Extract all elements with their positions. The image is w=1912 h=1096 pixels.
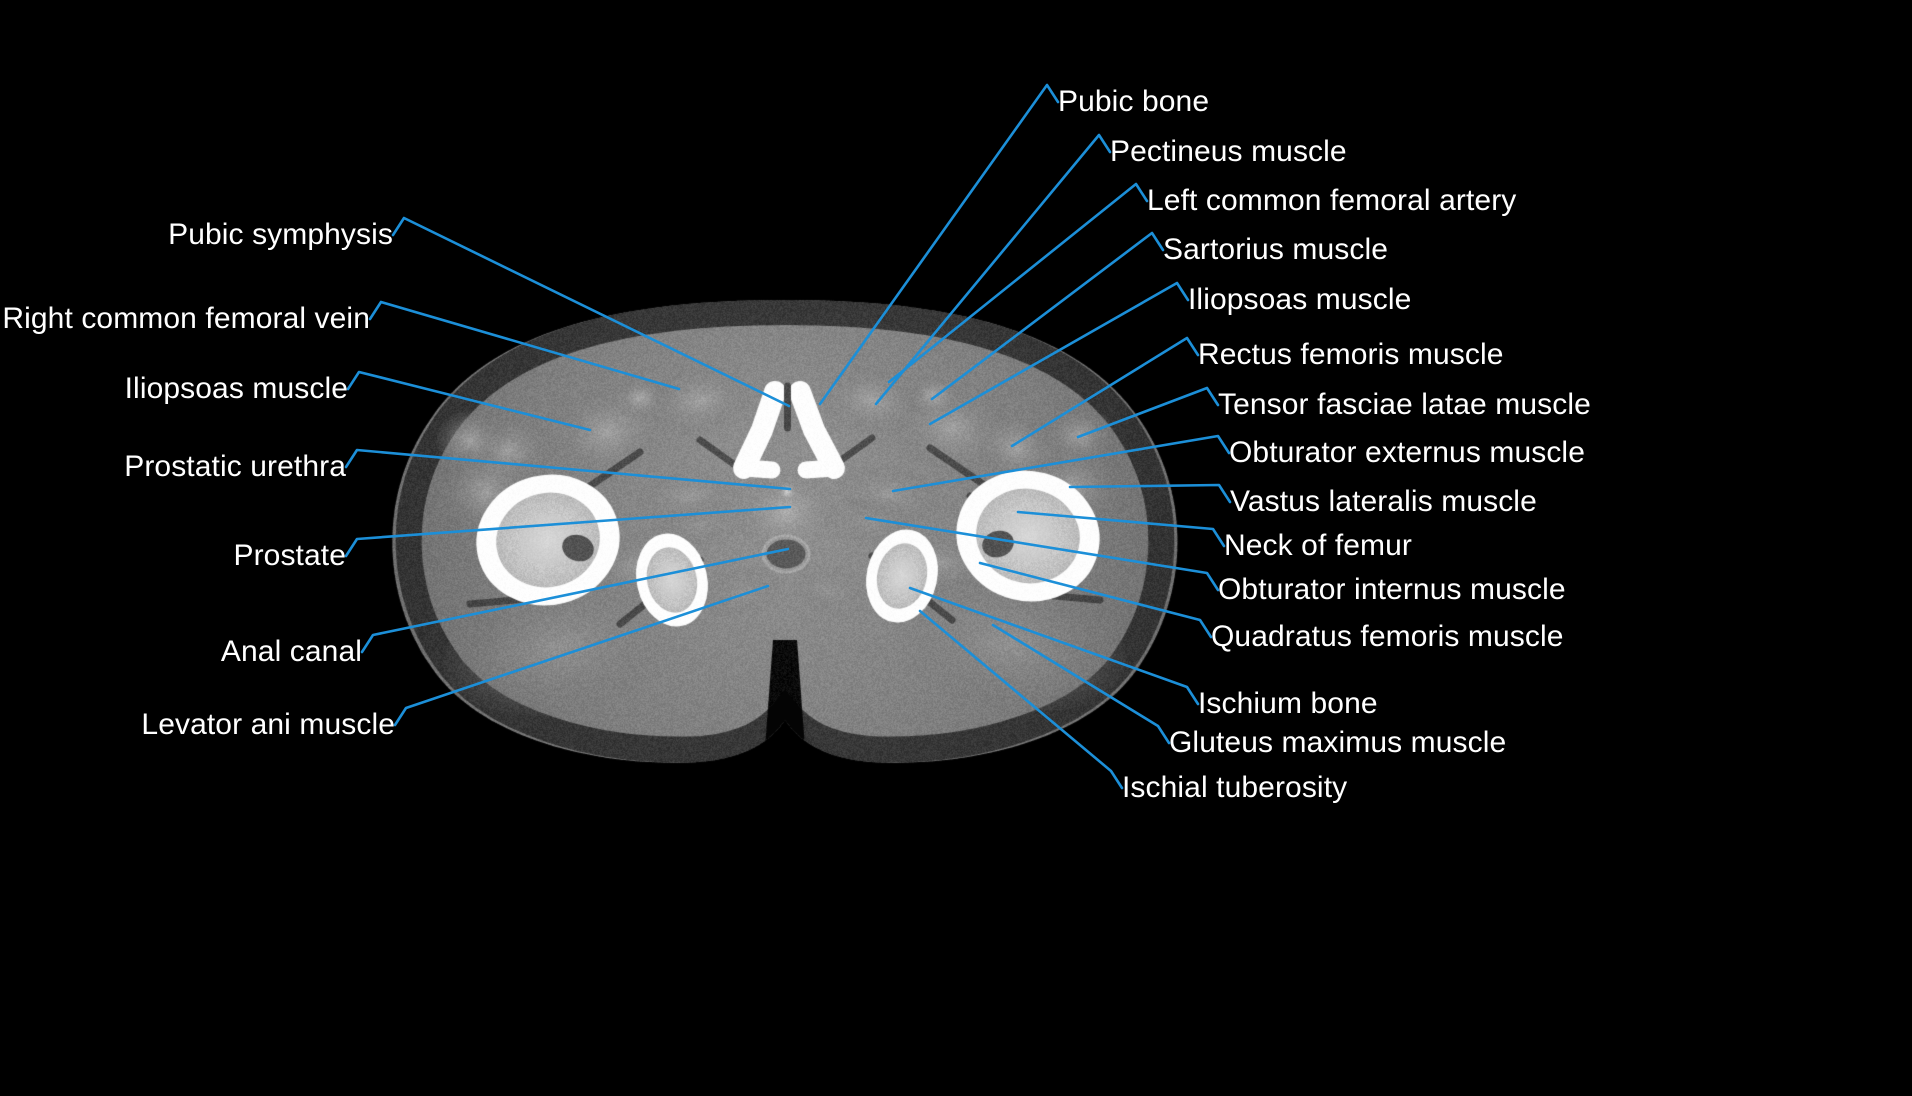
label-ischial-tuberosity: Ischial tuberosity	[1122, 771, 1348, 804]
label-prostatic-urethra: Prostatic urethra	[124, 450, 346, 483]
label-obturator-externus-muscle: Obturator externus muscle	[1229, 436, 1585, 469]
label-prostate: Prostate	[233, 539, 346, 572]
label-gluteus-maximus-muscle: Gluteus maximus muscle	[1169, 726, 1507, 759]
label-neck-of-femur: Neck of femur	[1224, 529, 1413, 562]
label-pubic-symphysis: Pubic symphysis	[168, 218, 393, 251]
label-vastus-lateralis-muscle: Vastus lateralis muscle	[1230, 485, 1537, 518]
label-iliopsoas-muscle-left-side: Iliopsoas muscle	[124, 372, 348, 405]
label-iliopsoas-muscle-right-side: Iliopsoas muscle	[1188, 283, 1412, 316]
label-levator-ani-muscle: Levator ani muscle	[141, 708, 395, 741]
label-right-common-femoral-vein: Right common femoral vein	[2, 302, 370, 335]
label-ischium-bone: Ischium bone	[1198, 687, 1378, 720]
label-pubic-bone: Pubic bone	[1058, 85, 1210, 118]
label-tensor-fasciae-latae-muscle: Tensor fasciae latae muscle	[1218, 388, 1591, 421]
label-left-common-femoral-artery: Left common femoral artery	[1147, 184, 1517, 217]
label-obturator-internus-muscle: Obturator internus muscle	[1218, 573, 1566, 606]
label-sartorius-muscle: Sartorius muscle	[1163, 233, 1389, 266]
label-pectineus-muscle: Pectineus muscle	[1110, 135, 1347, 168]
label-anal-canal: Anal canal	[220, 635, 362, 668]
label-quadratus-femoris-muscle: Quadratus femoris muscle	[1211, 620, 1564, 653]
label-rectus-femoris-muscle: Rectus femoris muscle	[1198, 338, 1504, 371]
